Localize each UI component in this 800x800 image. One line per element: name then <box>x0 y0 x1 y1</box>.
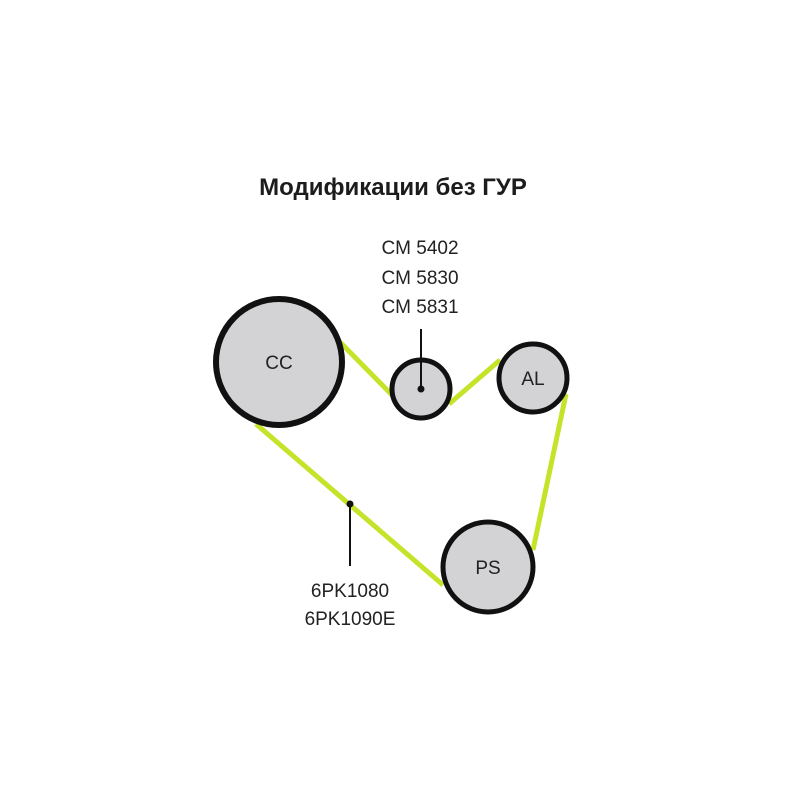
belt-segment-al-ps <box>530 393 569 551</box>
belt-callout: 6PK1080 6PK1090E <box>305 500 396 630</box>
diagram-title: Модификации без ГУР <box>259 174 527 201</box>
belt-segment-tensioner-al <box>447 358 502 406</box>
belt-part-number: 6PK1080 <box>311 581 389 602</box>
pulley-cc: CC <box>213 296 345 428</box>
pulley-al: AL <box>496 341 570 415</box>
tensioner-part-number: CM 5402 <box>381 238 458 259</box>
tensioner-part-number: CM 5831 <box>381 297 458 318</box>
tensioner-part-number: CM 5830 <box>381 268 458 289</box>
belt-segment-cc-tensioner <box>333 335 396 399</box>
pulley-ps: PS <box>440 519 536 615</box>
pulley-tensioner <box>389 329 453 421</box>
belt-part-number: 6PK1090E <box>305 609 396 630</box>
pulley-al-label: AL <box>521 369 544 390</box>
pulley-cc-label: CC <box>265 353 292 374</box>
tensioner-part-numbers: CM 5402 CM 5830 CM 5831 <box>381 238 458 318</box>
pulley-ps-label: PS <box>475 558 500 579</box>
tensioner-center-dot <box>417 385 425 393</box>
